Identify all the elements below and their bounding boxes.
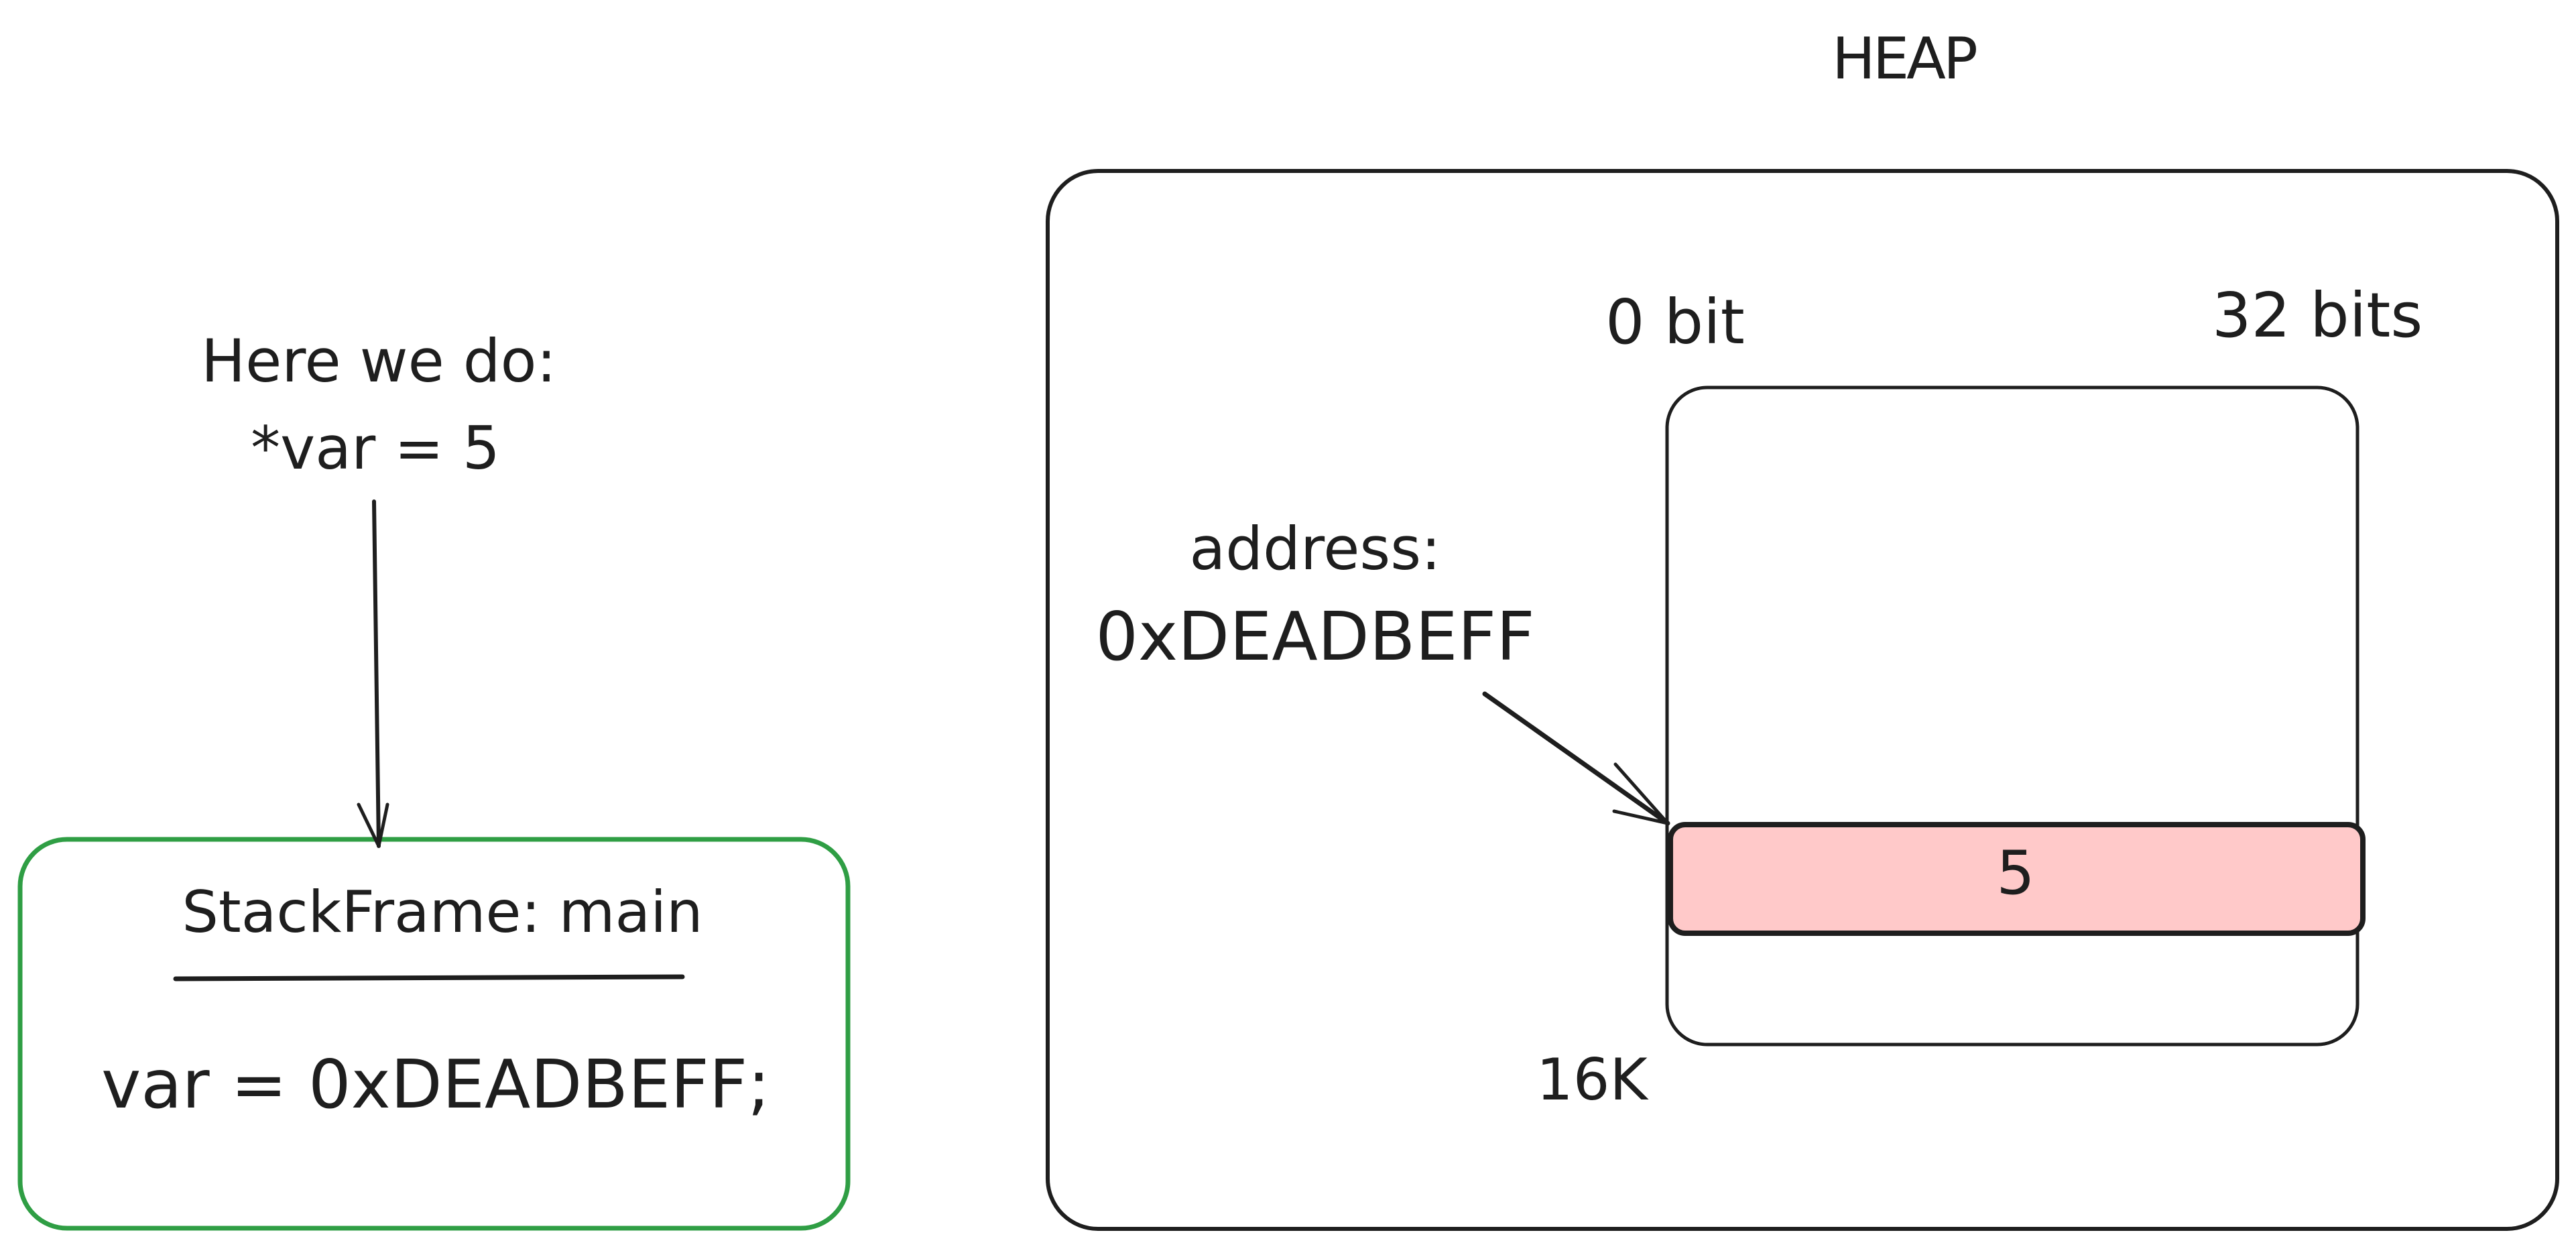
- address-value: 0xDEADBEFF: [1095, 597, 1535, 676]
- arrow-annotation-to-stack: [357, 499, 389, 848]
- bit-start-label: 0 bit: [1605, 286, 1745, 358]
- stack-frame-content: var = 0xDEADBEFF;: [101, 1045, 770, 1124]
- memory-block-box: [1665, 385, 2359, 1047]
- memory-cell-value: 5: [1996, 838, 2035, 908]
- arrow-address-to-cell: [1482, 691, 1670, 826]
- annotation-line-1: Here we do:: [200, 326, 557, 396]
- address-label: address:: [1189, 514, 1441, 583]
- heap-title: HEAP: [1832, 25, 1978, 93]
- stack-frame-title-underline: [173, 974, 685, 981]
- bit-end-label: 32 bits: [2212, 280, 2423, 351]
- stack-frame-title: StackFrame: main: [182, 879, 703, 946]
- heap-size-label: 16K: [1536, 1047, 1648, 1114]
- annotation-line-2: *var = 5: [251, 414, 500, 483]
